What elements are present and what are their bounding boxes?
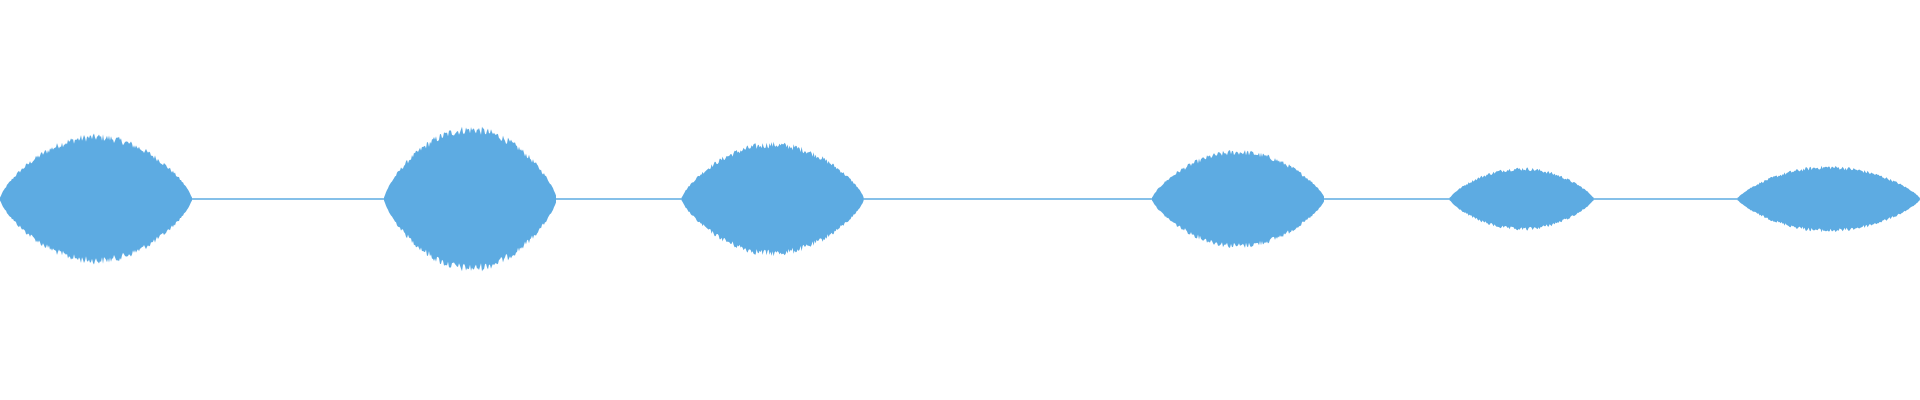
waveform-segment-1	[0, 133, 192, 265]
waveform-segment-2	[384, 126, 556, 272]
waveform-segment-6	[1737, 165, 1920, 233]
waveform-segment-3	[681, 141, 864, 257]
waveform-segment-4	[1152, 150, 1324, 248]
waveform-segment-5	[1449, 167, 1594, 231]
